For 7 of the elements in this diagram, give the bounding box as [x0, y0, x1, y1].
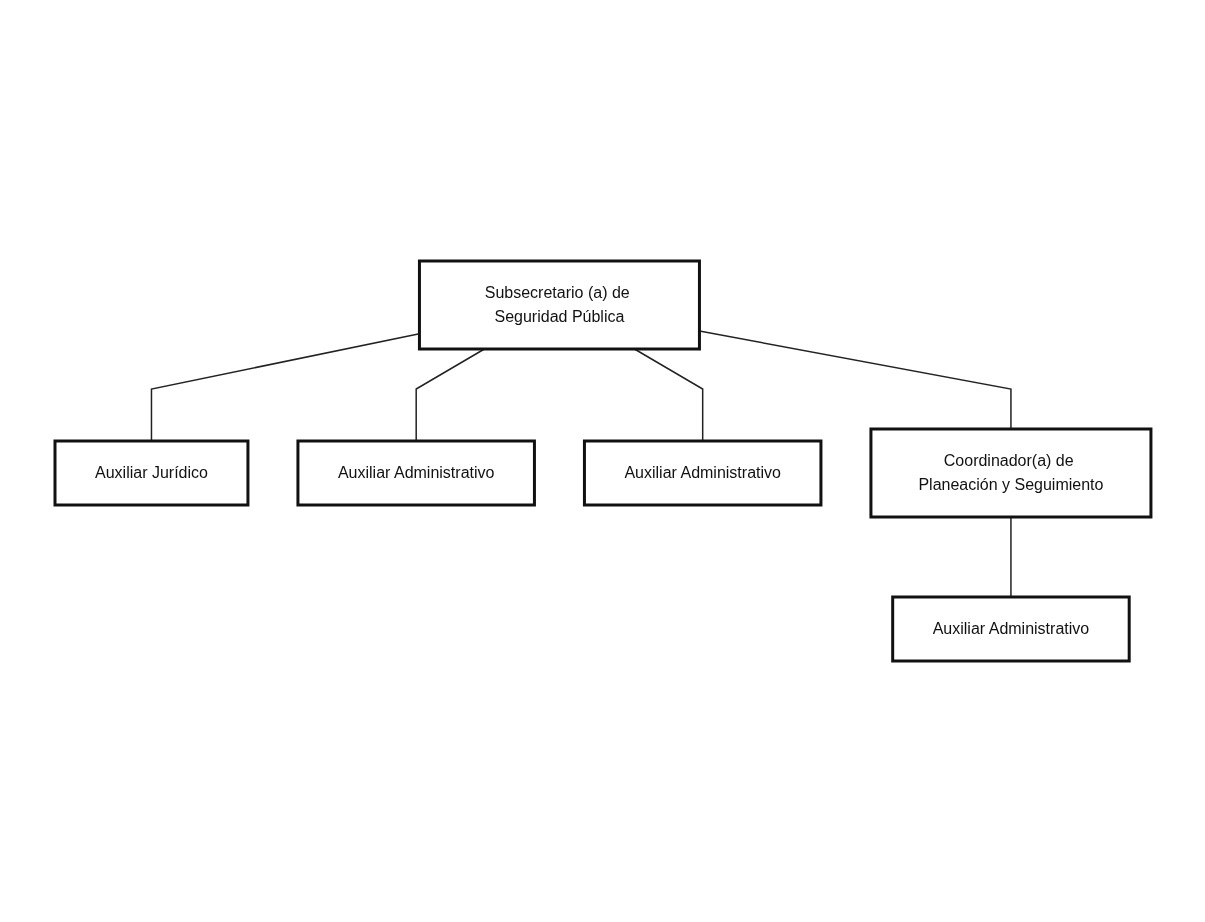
node-box: Auxiliar Administrativo [890, 595, 1131, 663]
node-box: Subsecretario (a) de Seguridad Pública [417, 259, 701, 351]
node-box: Auxiliar Jurídico [53, 439, 249, 507]
node-box: Coordinador(a) de Planeación y Seguimiento [868, 427, 1152, 519]
node-box: Auxiliar Administrativo [582, 439, 822, 507]
node-box: Auxiliar Administrativo [295, 439, 536, 507]
connector [698, 330, 1012, 430]
